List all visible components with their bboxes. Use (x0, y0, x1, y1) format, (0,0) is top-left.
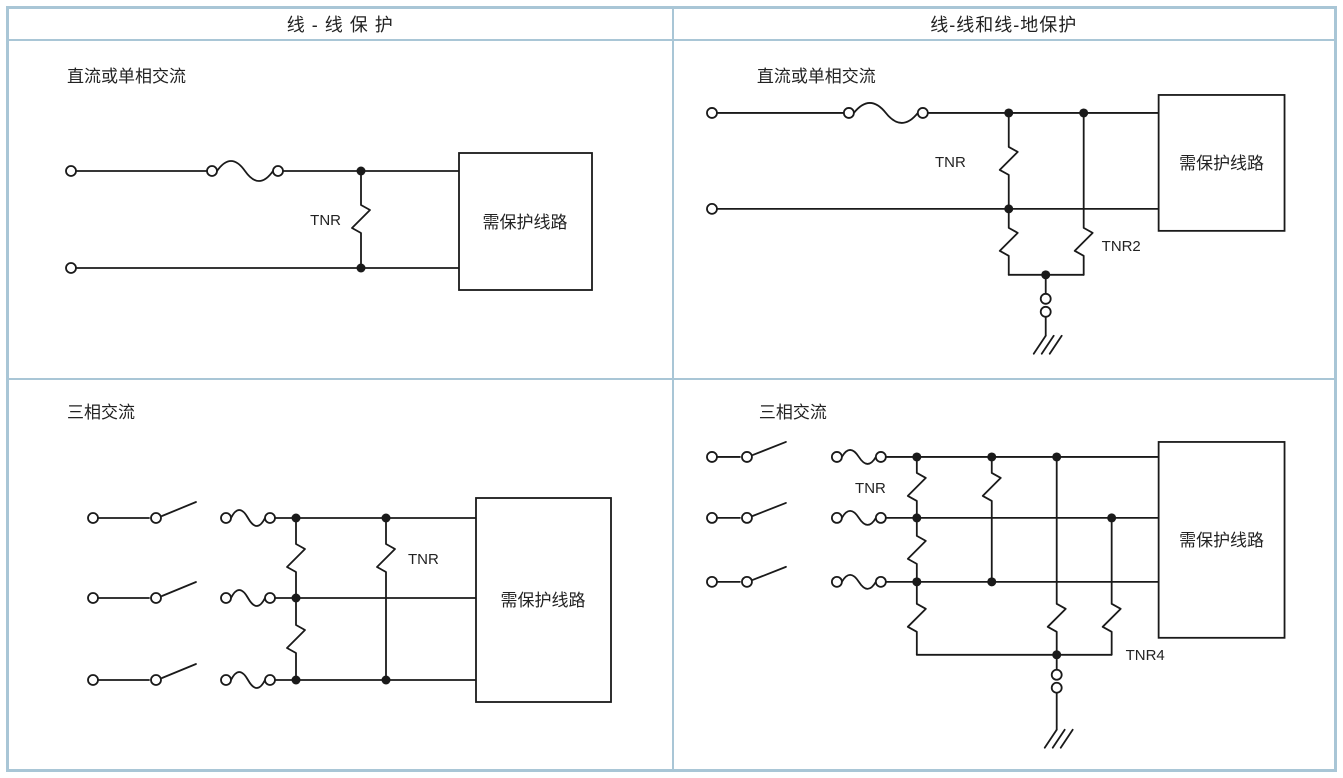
tnr-label: TNR (855, 480, 886, 497)
phase-line-1 (705, 441, 1160, 465)
tnr2-label: TNR2 (1101, 238, 1140, 255)
circuit-three-phase-line-ground: 三相交流 (705, 403, 1285, 749)
cell-title: 三相交流 (758, 403, 826, 422)
phase-line-1 (87, 501, 477, 527)
protected-circuit-box (458, 152, 593, 291)
protected-circuit-box (475, 497, 612, 703)
protected-circuit-box-label: 需保护线路 (501, 591, 586, 610)
ground-symbol (1043, 668, 1074, 749)
varistor-symbols (998, 112, 1094, 276)
junction-dots (291, 513, 391, 685)
circuit-dc-single-phase-line-line: 直流或单相交流 需保护线路 (65, 67, 593, 291)
varistor-symbols (286, 517, 396, 681)
varistor-symbol (351, 170, 371, 269)
cell-title: 直流或单相交流 (67, 67, 186, 86)
tnr-label: TNR (408, 551, 439, 568)
terminal-circles (705, 107, 718, 215)
junction-dots (356, 166, 366, 273)
protected-circuit-box-label: 需保护线路 (483, 213, 568, 232)
tnr4-label: TNR4 (1125, 647, 1164, 664)
tnr-label: TNR (935, 154, 966, 171)
cell-title: 三相交流 (67, 403, 135, 422)
cell-title: 直流或单相交流 (756, 67, 875, 86)
protected-circuit-box (1157, 94, 1285, 232)
phase-line-2 (87, 581, 477, 607)
cell-three-phase-line-ground: 三相交流 (671, 378, 1334, 769)
cell-three-phase-line-line: 三相交流 (9, 378, 672, 769)
wires (75, 170, 460, 269)
tnr-label: TNR (310, 212, 341, 229)
circuit-three-phase-line-line: 三相交流 (67, 403, 612, 703)
protection-circuits-table: 线 - 线 保 护 线-线和线-地保护 直流或单相交流 (6, 6, 1337, 772)
fuse-symbol (842, 102, 929, 124)
varistor-symbols (906, 456, 1122, 656)
wires (715, 112, 1160, 337)
protected-circuit-box-label: 需保护线路 (1179, 531, 1264, 550)
header-line-line: 线 - 线 保 护 (9, 9, 672, 39)
header-line-line-ground: 线-线和线-地保护 (671, 9, 1334, 39)
junction-dots (1003, 108, 1088, 280)
fuse-symbol (206, 160, 284, 182)
header-line-line-ground-label: 线-线和线-地保护 (930, 15, 1078, 35)
protected-circuit-box (1157, 441, 1285, 639)
phase-line-3 (705, 565, 1160, 590)
terminal-circles (65, 165, 77, 274)
protected-circuit-box-label: 需保护线路 (1179, 154, 1264, 173)
cell-dc-single-phase-line-line: 直流或单相交流 需保护线路 (9, 39, 672, 378)
phase-line-3 (87, 663, 477, 689)
junction-dots (911, 452, 1116, 660)
header-line-line-label: 线 - 线 保 护 (286, 15, 394, 35)
ground-bus (915, 653, 1113, 731)
circuit-dc-single-phase-line-ground: 直流或单相交流 (705, 67, 1285, 355)
ground-symbol (1032, 292, 1063, 355)
phase-line-2 (705, 502, 1160, 526)
cell-dc-single-phase-line-ground: 直流或单相交流 (671, 39, 1334, 378)
